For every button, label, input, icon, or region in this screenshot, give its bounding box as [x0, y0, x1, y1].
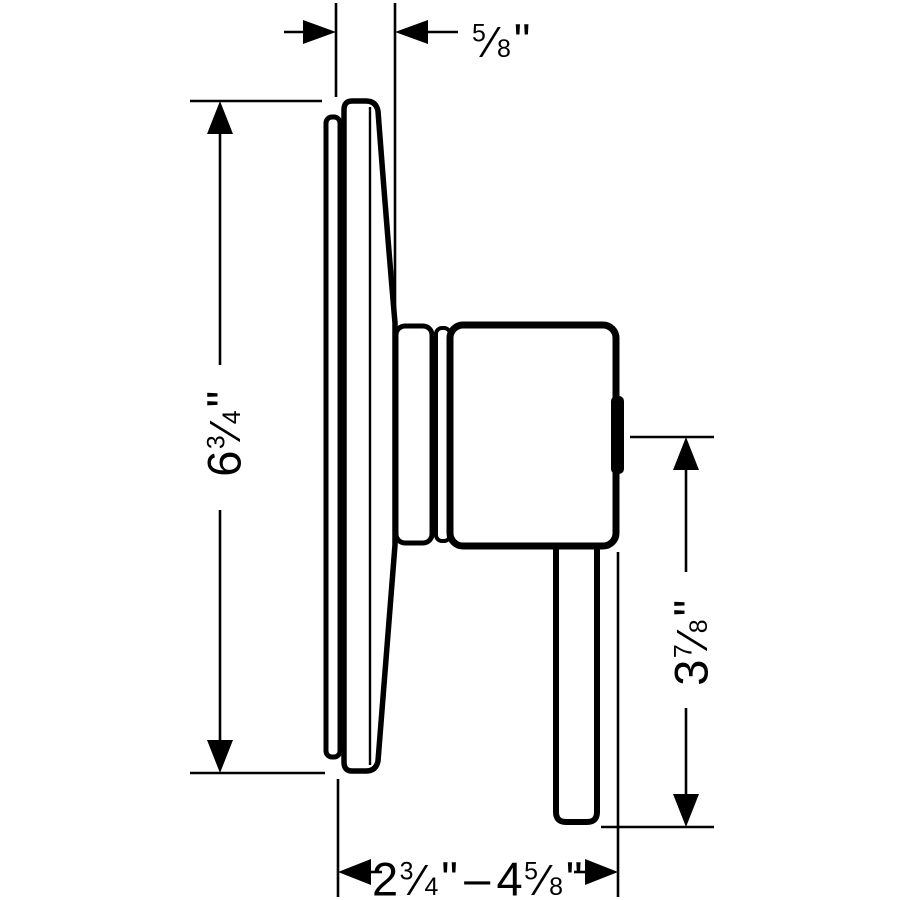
dim-right-denominator: 8: [685, 617, 714, 634]
dim-right-numerator: 7: [670, 642, 698, 659]
dim-label-handle-drop: 37⁄8": [656, 542, 717, 742]
dimension-lines: [190, 3, 714, 897]
dim-range-separator: –: [464, 852, 492, 900]
valve-trim-profile: [323, 98, 624, 825]
dim-bottom-max-numerator: 5: [524, 858, 540, 886]
dim-left-numerator: 3: [203, 433, 231, 450]
dim-bottom-max-unit: ": [565, 852, 585, 900]
dim-top-numerator: 5: [472, 20, 488, 48]
fraction-slash: ⁄: [415, 857, 425, 900]
hub-stop-tab: [611, 396, 624, 474]
dim-bottom-min-whole: 2: [371, 852, 400, 900]
dim-label-plate-height: 63⁄4": [189, 333, 250, 533]
right-dim-arrow-up: [673, 437, 699, 470]
dimension-arrowheads: [207, 20, 699, 885]
dim-label-depth-range: 23⁄4"–45⁄8": [342, 844, 614, 900]
dim-right-unit: ": [664, 598, 718, 617]
dim-left-denominator: 4: [218, 408, 247, 425]
dim-bottom-max-whole: 4: [496, 852, 525, 900]
dim-top-unit: ": [513, 14, 532, 68]
top-dim-arrow-right: [395, 20, 428, 44]
bottom-dim-arrow-right: [585, 859, 618, 885]
valve-body-hub: [446, 321, 620, 550]
dim-left-whole: 6: [197, 449, 251, 477]
fraction-slash: ⁄: [487, 19, 497, 68]
fraction-slash: ⁄: [202, 424, 251, 434]
dim-bottom-max-denominator: 8: [549, 873, 565, 900]
right-dim-arrow-down: [673, 794, 699, 827]
dim-label-projection-depth: 5⁄8": [437, 6, 567, 67]
left-dim-arrow-down: [207, 740, 233, 773]
wall-flange-lip: [323, 114, 343, 760]
dim-right-whole: 3: [664, 658, 718, 686]
dim-bottom-min-numerator: 3: [399, 858, 415, 886]
fraction-slash: ⁄: [669, 633, 718, 643]
bottom-dim-arrow-left: [338, 859, 371, 885]
top-dim-arrow-left: [303, 20, 336, 44]
dim-bottom-min-unit: ": [441, 852, 460, 900]
dim-bottom-min-denominator: 4: [424, 873, 440, 900]
handle-lever: [553, 543, 600, 825]
dim-top-denominator: 8: [496, 35, 513, 64]
left-dim-arrow-up: [207, 101, 233, 134]
sleeve-neck: [393, 323, 435, 546]
fraction-slash: ⁄: [539, 857, 549, 900]
dim-left-unit: ": [197, 389, 251, 408]
